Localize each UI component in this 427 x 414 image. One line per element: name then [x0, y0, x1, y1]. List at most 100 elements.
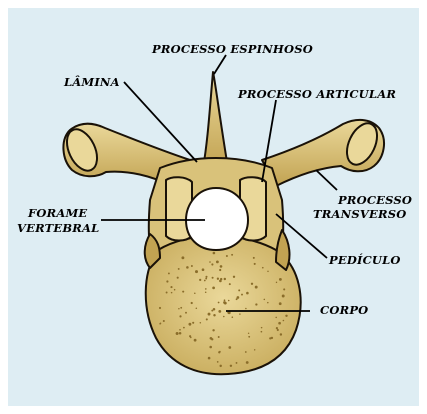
- bone-pore: [219, 280, 222, 283]
- label-pediculo: PEDÍCULO: [328, 253, 401, 267]
- bone-pore: [264, 299, 266, 301]
- bone-pore: [261, 331, 263, 333]
- bone-pore: [220, 265, 223, 268]
- bone-pore: [218, 336, 220, 338]
- bone-pore: [267, 271, 268, 272]
- bone-pore: [179, 332, 182, 335]
- bone-pore: [253, 257, 255, 259]
- bone-pore: [279, 302, 282, 305]
- bone-pore: [192, 322, 194, 324]
- bone-pore: [180, 307, 182, 309]
- bone-pore: [238, 289, 240, 291]
- bone-pore: [212, 277, 214, 279]
- bone-pore: [166, 280, 168, 282]
- bone-pore: [189, 335, 191, 337]
- bone-pore: [251, 283, 253, 285]
- bone-pore: [178, 308, 179, 309]
- bone-pore: [204, 280, 206, 282]
- bone-pore: [177, 277, 179, 279]
- bone-pore: [246, 292, 249, 295]
- bone-pore: [219, 365, 221, 367]
- bone-pore: [226, 255, 228, 257]
- bone-pore: [246, 361, 249, 364]
- bone-pore: [280, 333, 282, 335]
- bone-pore: [186, 266, 189, 269]
- label-processo-transverso-line1: PROCESSO: [337, 193, 412, 207]
- bone-pore: [228, 346, 231, 349]
- bone-pore: [200, 322, 202, 324]
- bone-pore: [183, 327, 185, 329]
- bone-pore: [171, 292, 173, 294]
- bone-pore: [181, 256, 184, 259]
- label-processo-transverso-line2: TRANSVERSO: [313, 207, 406, 221]
- label-forame-vertebral-line1: FORAME: [27, 206, 87, 220]
- bone-pore: [191, 265, 193, 267]
- bone-pore: [176, 332, 179, 335]
- bone-pore: [267, 302, 269, 304]
- bone-pore: [179, 315, 181, 317]
- label-corpo: CORPO: [320, 303, 368, 317]
- bone-pore: [208, 313, 211, 316]
- bone-pore: [255, 286, 258, 289]
- bone-pore: [218, 302, 220, 304]
- bone-pore: [166, 292, 168, 294]
- bone-pore: [229, 283, 231, 285]
- bone-pore: [209, 346, 212, 349]
- bone-pore: [194, 339, 197, 342]
- bone-pore: [217, 361, 219, 363]
- bone-pore: [210, 337, 213, 340]
- bone-pore: [283, 288, 285, 290]
- bone-pore: [178, 268, 180, 270]
- bone-pore: [185, 312, 187, 314]
- bone-pore: [262, 267, 264, 269]
- bone-pore: [205, 278, 207, 280]
- bone-pore: [218, 310, 221, 313]
- bone-pore: [212, 287, 215, 290]
- bone-pore: [223, 316, 225, 318]
- bone-pore: [277, 329, 279, 331]
- bone-pore: [182, 291, 184, 293]
- bone-pore: [195, 270, 198, 273]
- bone-pore: [239, 313, 240, 314]
- bone-pore: [230, 365, 232, 367]
- bone-pore: [278, 322, 281, 325]
- bone-pore: [245, 308, 247, 310]
- bone-pore: [285, 315, 287, 317]
- bone-pore: [196, 307, 198, 309]
- bone-pore: [219, 269, 221, 271]
- bone-pore: [224, 299, 226, 301]
- bone-pore: [211, 310, 213, 312]
- bone-pore: [205, 292, 207, 294]
- bone-pore: [213, 314, 215, 316]
- bone-pore: [231, 254, 233, 256]
- bone-pore: [254, 349, 255, 350]
- bone-pore: [205, 276, 207, 278]
- bone-pore: [213, 252, 216, 255]
- label-lamina: LÂMINA: [63, 75, 120, 89]
- bone-pore: [248, 336, 250, 338]
- bone-pore: [191, 302, 193, 304]
- bone-pore: [248, 333, 249, 334]
- bone-pore: [216, 260, 219, 263]
- bone-pore: [208, 357, 211, 360]
- bone-pore: [211, 263, 213, 265]
- bone-pore: [254, 263, 256, 265]
- bone-pore: [212, 329, 214, 331]
- bone-pore: [276, 282, 277, 283]
- bone-pore: [279, 278, 282, 281]
- bone-pore: [160, 323, 162, 325]
- bone-pore: [188, 323, 191, 326]
- bone-pore: [168, 272, 170, 274]
- bone-pore: [202, 268, 205, 271]
- bone-pore: [213, 308, 216, 311]
- bone-pore: [194, 293, 196, 295]
- bone-pore: [232, 316, 234, 318]
- bone-pore: [179, 329, 181, 331]
- bone-pore: [237, 296, 240, 299]
- bone-pore: [255, 303, 257, 305]
- bone-pore: [174, 289, 176, 291]
- bone-pore: [276, 327, 278, 329]
- bone-pore: [217, 278, 219, 280]
- vertebral-foramen: [186, 188, 248, 250]
